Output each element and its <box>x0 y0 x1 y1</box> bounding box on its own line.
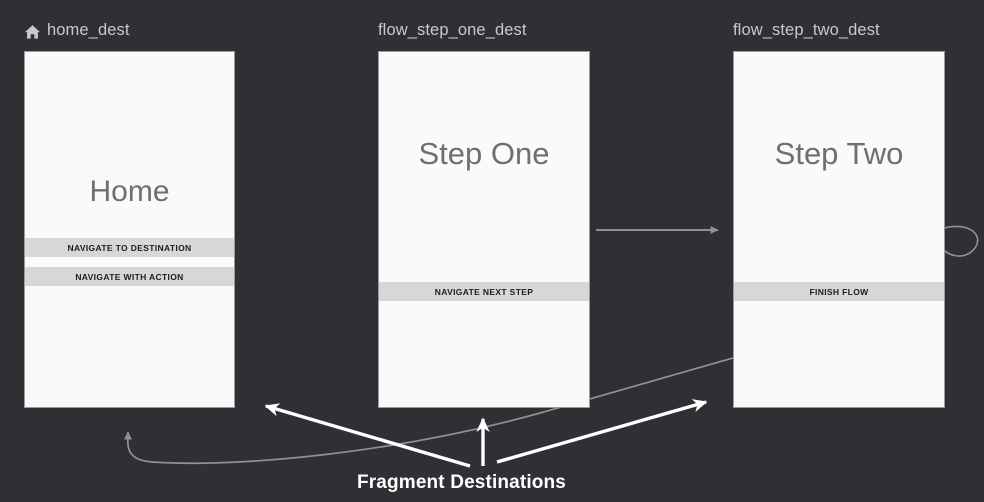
callout-caption: Fragment Destinations <box>357 472 567 493</box>
screen-button-navigate-next-step[interactable]: NAVIGATE NEXT STEP <box>379 282 589 301</box>
destination-label-text: flow_step_two_dest <box>733 21 880 39</box>
callout-arrow-right <box>496 399 708 464</box>
screen-button-navigate-to-destination[interactable]: NAVIGATE TO DESTINATION <box>25 238 234 257</box>
screen-button-navigate-with-action[interactable]: NAVIGATE WITH ACTION <box>25 267 234 286</box>
screen-button-finish-flow[interactable]: FINISH FLOW <box>734 282 944 301</box>
destination-label-flow-step-two-dest: flow_step_two_dest <box>733 21 880 40</box>
edge-step-two-self-loop <box>943 225 979 257</box>
destination-label-text: flow_step_one_dest <box>378 21 527 39</box>
destination-label-text: home_dest <box>47 21 130 39</box>
screen-title: Step Two <box>774 136 904 171</box>
screen-title: Home <box>89 175 170 208</box>
screen-title: Step One <box>418 136 550 171</box>
callout-arrow-left <box>264 403 471 468</box>
destination-card-flow-step-one-dest[interactable]: Step One NAVIGATE NEXT STEP <box>378 51 590 408</box>
destination-label-home-dest: home_dest <box>24 21 130 40</box>
destination-card-home-dest[interactable]: Home NAVIGATE TO DESTINATION NAVIGATE WI… <box>24 51 235 408</box>
destination-card-flow-step-two-dest[interactable]: Step Two FINISH FLOW <box>733 51 945 408</box>
destination-label-flow-step-one-dest: flow_step_one_dest <box>378 21 527 40</box>
home-icon <box>24 24 41 40</box>
